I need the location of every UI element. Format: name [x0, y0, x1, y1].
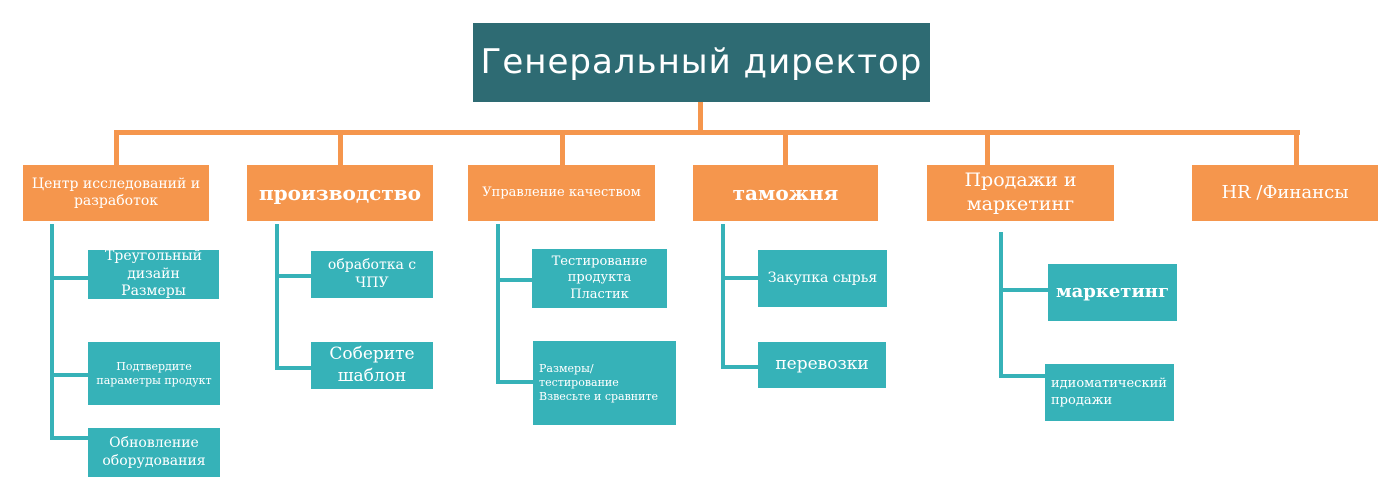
subunit-label: Размеры/тестирование Взвесьте и сравните — [539, 362, 659, 403]
rnd-tree-line — [50, 224, 54, 439]
quality-tree-line — [496, 224, 500, 384]
sales-branch-2 — [999, 374, 1046, 378]
subunit-label: обработка с ЧПУ — [327, 257, 417, 291]
subunit-box: Обновление оборудования — [88, 428, 220, 477]
customs-branch-2 — [721, 365, 759, 369]
sales-tree-line — [999, 232, 1003, 378]
department-production: производство — [247, 165, 433, 221]
subunit-label: Тестирование продукта Пластик — [551, 254, 648, 302]
dept-connector-5 — [985, 130, 990, 168]
rnd-branch-1 — [50, 276, 90, 280]
ceo-box: Генеральный директор — [473, 23, 930, 102]
department-label: Продажи и маркетинг — [964, 169, 1077, 215]
subunit-label: Соберите шаблон — [329, 344, 415, 386]
customs-tree-line — [721, 224, 725, 369]
rnd-branch-3 — [50, 436, 90, 440]
department-label: HR /Финансы — [1221, 181, 1349, 203]
dept-connector-3 — [560, 130, 565, 168]
subunit-box: Подтвердите параметры продукт — [88, 342, 220, 405]
subunit-label: маркетинг — [1055, 281, 1170, 303]
rnd-branch-2 — [50, 373, 90, 377]
quality-branch-2 — [496, 380, 534, 384]
subunit-box: перевозки — [758, 342, 886, 388]
department-hr-finance: HR /Финансы — [1192, 165, 1378, 221]
subunit-box: Треугольный дизайн Размеры — [88, 248, 219, 300]
department-rnd: Центр исследований и разработок — [23, 165, 209, 221]
subunit-label: Подтвердите параметры продукт — [96, 359, 212, 387]
subunit-label: перевозки — [775, 354, 869, 375]
subunit-box: Тестирование продукта Пластик — [532, 249, 667, 308]
subunit-box: обработка с ЧПУ — [311, 251, 433, 298]
subunit-label: Треугольный дизайн Размеры — [105, 248, 202, 300]
department-bus — [114, 130, 1300, 135]
department-label: производство — [259, 180, 421, 205]
dept-connector-4 — [783, 130, 788, 168]
quality-branch-1 — [496, 278, 534, 282]
ceo-connector — [698, 102, 703, 132]
subunit-box: Размеры/тестирование Взвесьте и сравните — [533, 341, 676, 425]
subunit-label: Обновление оборудования — [102, 435, 206, 469]
customs-branch-1 — [721, 276, 759, 280]
dept-connector-2 — [338, 130, 343, 168]
department-label: таможня — [732, 180, 839, 205]
dept-connector-1 — [114, 130, 119, 168]
subunit-label: идиоматический продажи — [1051, 376, 1167, 408]
department-customs: таможня — [693, 165, 878, 221]
sales-branch-1 — [999, 288, 1049, 292]
production-tree-line — [275, 224, 279, 370]
production-branch-2 — [275, 366, 313, 370]
department-sales-marketing: Продажи и маркетинг — [927, 165, 1114, 221]
subunit-box: идиоматический продажи — [1045, 364, 1174, 421]
subunit-box: Закупка сырья — [758, 250, 887, 307]
department-label: Управление качеством — [482, 184, 641, 200]
subunit-box: Соберите шаблон — [311, 342, 433, 389]
department-quality: Управление качеством — [468, 165, 655, 221]
subunit-label: Закупка сырья — [767, 269, 878, 286]
dept-connector-6 — [1294, 130, 1299, 168]
production-branch-1 — [275, 274, 313, 278]
department-label: Центр исследований и разработок — [31, 175, 201, 210]
subunit-box: маркетинг — [1048, 264, 1177, 321]
